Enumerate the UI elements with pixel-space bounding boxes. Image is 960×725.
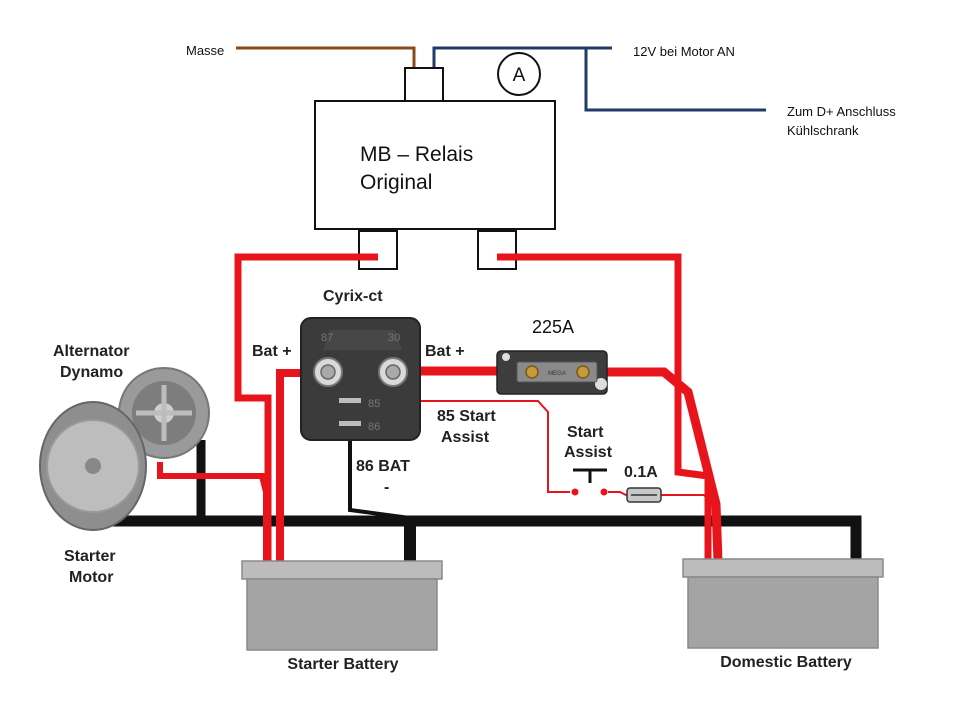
- bat-plus-right-label: Bat +: [425, 343, 465, 360]
- relay-label-line1: MB – Relais: [360, 143, 473, 166]
- alternator: [118, 367, 210, 459]
- mb-relay-box: [314, 100, 556, 230]
- cyrix-top-panel: [323, 330, 402, 350]
- ignition-label: 12V bei Motor AN: [633, 44, 735, 59]
- terminal-85-label: 85: [368, 398, 380, 410]
- switch-contact-left: [571, 488, 579, 496]
- alternator-positive: [157, 462, 269, 564]
- ground-bus: [80, 515, 862, 562]
- domestic-battery-lid: [682, 558, 884, 578]
- alternator-label-line2: Dynamo: [60, 364, 123, 381]
- bat86-label-line2: -: [384, 479, 389, 496]
- small-fuse-wire: [608, 491, 713, 505]
- relay-top-terminal: [404, 67, 444, 103]
- main-fuse-link: [516, 361, 598, 383]
- cyrix-label: Cyrix-ct: [323, 288, 383, 305]
- terminal-30-label: 30: [388, 332, 400, 344]
- starter-motor: [39, 401, 147, 531]
- starter-motor-hub: [85, 458, 101, 474]
- ignition-wire: [432, 46, 612, 68]
- masse-label: Masse: [186, 43, 224, 58]
- fridge-d-plus-wire: [584, 48, 766, 112]
- cyrix-terminal-left-nut: [320, 364, 336, 380]
- terminal-87-label: 87: [321, 332, 333, 344]
- main-fuse-label: 225A: [532, 317, 574, 337]
- domestic-battery-case: [687, 576, 879, 649]
- fuse-bolt-left: [525, 365, 539, 379]
- small-fuse-label: 0.1A: [624, 464, 658, 481]
- relay-to-starter-positive: [234, 253, 378, 564]
- bat-plus-left-label: Bat +: [252, 343, 292, 360]
- fuse-marking: MEGA: [548, 371, 566, 377]
- switch-contact-right: [600, 488, 608, 496]
- start-assist-wire: [352, 400, 570, 493]
- start-assist-85-label-line1: 85 Start: [437, 408, 496, 425]
- cyrix-terminal-86: [339, 421, 361, 426]
- alternator-label-line1: Alternator: [53, 343, 129, 360]
- fridge-label-line1: Zum D+ Anschluss: [787, 104, 896, 119]
- relay-label-line2: Original: [360, 171, 432, 194]
- masse-wire: [236, 46, 416, 68]
- starter-battery-label: Starter Battery: [287, 656, 398, 673]
- starter-battery-neg: [348, 424, 412, 564]
- domestic-battery-label: Domestic Battery: [720, 654, 852, 671]
- relay-left-terminal: [358, 230, 398, 270]
- cyrix-terminal-right-nut: [385, 364, 401, 380]
- ammeter-label: A: [513, 65, 526, 86]
- fuse-mount-right: [595, 378, 607, 390]
- starter-battery: [241, 560, 443, 651]
- fuse-to-domestic: [586, 367, 723, 563]
- start-assist-switch-label-line2: Assist: [564, 444, 613, 461]
- cyrix-terminal-85: [339, 398, 361, 403]
- bat86-label-line1: 86 BAT: [356, 458, 410, 475]
- start-assist-switch-label-line1: Start: [567, 424, 604, 441]
- starter-battery-lid: [241, 560, 443, 580]
- relay-right-terminal: [477, 230, 517, 270]
- starter-battery-case: [246, 578, 438, 651]
- fuse-bolt-right: [576, 365, 590, 379]
- fuse-mount-left: [502, 353, 510, 361]
- starter-motor-label-line1: Starter: [64, 548, 116, 565]
- starter-motor-label-line2: Motor: [69, 569, 113, 586]
- terminal-86-label: 86: [368, 421, 380, 433]
- start-assist-85-label-line2: Assist: [441, 429, 490, 446]
- ammeter-symbol: [497, 52, 541, 96]
- relay-to-domestic-positive: [497, 253, 712, 562]
- fridge-label-line2: Kühlschrank: [787, 123, 859, 138]
- domestic-battery: [682, 558, 884, 649]
